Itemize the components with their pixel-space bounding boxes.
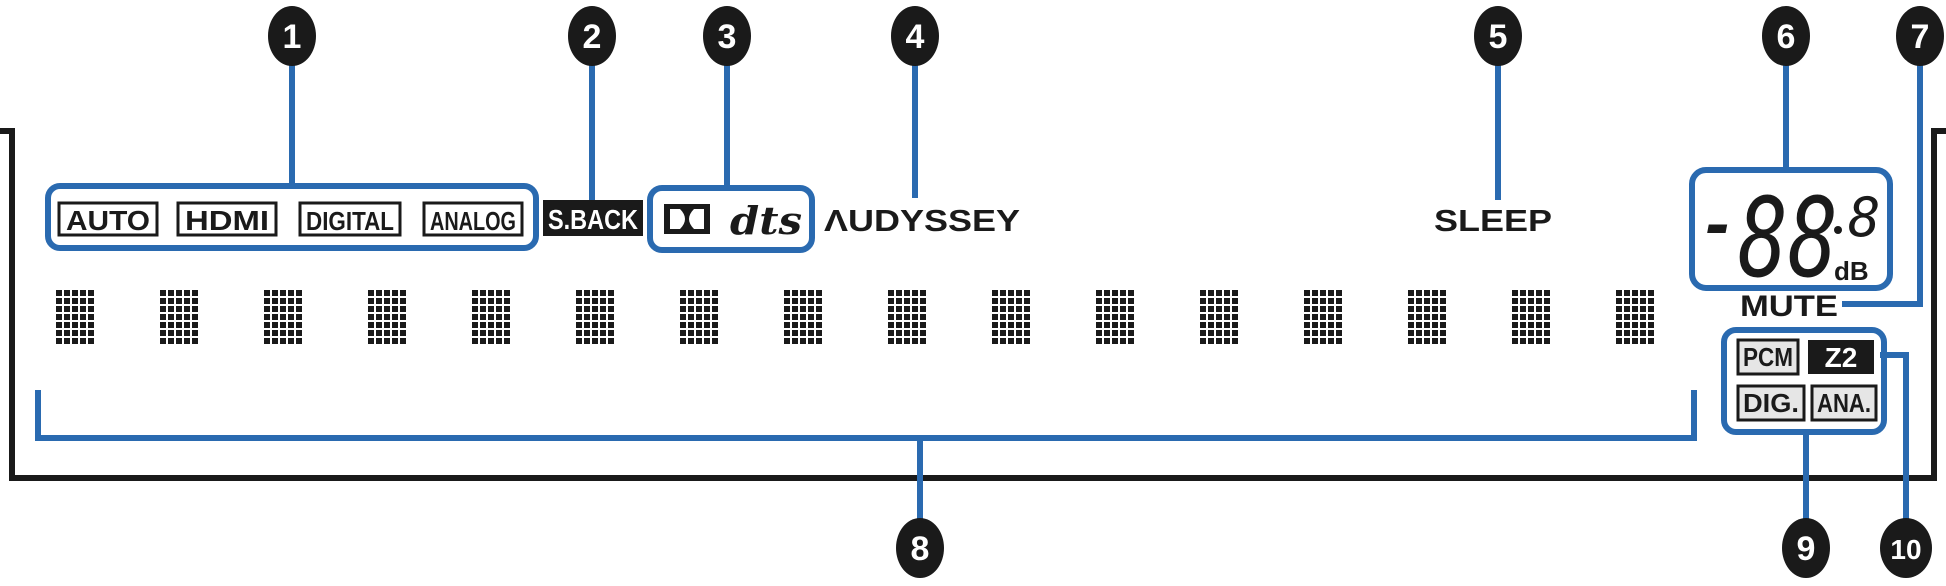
- indicator-auto: AUTO: [66, 205, 150, 236]
- dot-matrix-char-9: [888, 290, 926, 344]
- callout-9: 9: [1782, 518, 1830, 578]
- callout-10-number: 10: [1890, 534, 1921, 565]
- indicator-pcm-frame: [1736, 338, 1800, 376]
- dot-matrix-char-6: [576, 290, 614, 344]
- box-input-modes: [45, 183, 539, 251]
- indicator-sback-bg: [543, 200, 643, 236]
- dot-matrix-char-15: [1512, 290, 1550, 344]
- indicator-analog: ANALOG: [430, 206, 516, 236]
- callout-4-bubble: [891, 6, 939, 66]
- callout-2-number: 2: [583, 18, 602, 56]
- callout-9-number: 9: [1797, 530, 1816, 568]
- volume-sign: -: [1700, 191, 1736, 261]
- volume-digits: 88: [1738, 174, 1838, 302]
- indicator-digital-signal-frame: [1736, 384, 1806, 422]
- callout-4: 4: [891, 6, 939, 66]
- callout-5-bubble: [1474, 6, 1522, 66]
- display-panel-frame: [9, 128, 1937, 481]
- callout-3-bubble: [703, 6, 751, 66]
- callout-1-bubble: [268, 6, 316, 66]
- dolby-digital-logo-left-d: [670, 209, 685, 229]
- callout-8: 8: [896, 518, 944, 578]
- dot-matrix-char-4: [368, 290, 406, 344]
- box-signal: [1721, 327, 1887, 435]
- dot-matrix-display: [56, 290, 1654, 344]
- callout-7: 7: [1896, 6, 1944, 66]
- indicator-audyssey: ΛUDYSSEY: [824, 203, 1020, 238]
- indicator-zone2: Z2: [1825, 342, 1858, 373]
- dolby-digital-logo: [664, 204, 710, 234]
- callout-10-bubble: [1880, 518, 1932, 578]
- indicator-digital: DIGITAL: [306, 206, 394, 236]
- volume-unit: dB: [1834, 256, 1869, 286]
- callout-6: 6: [1762, 6, 1810, 66]
- indicator-analog-signal-frame: [1810, 384, 1878, 422]
- callout-2-bubble: [568, 6, 616, 66]
- callout-boxes: [45, 167, 1893, 435]
- box-decoders: [647, 185, 815, 253]
- callout-3: 3: [703, 6, 751, 66]
- dot-matrix-char-2: [160, 290, 198, 344]
- dot-matrix-char-8: [784, 290, 822, 344]
- indicator-digital-signal: DIG.: [1743, 388, 1799, 418]
- box-volume: [1689, 167, 1893, 291]
- indicator-sback: S.BACK: [548, 204, 638, 235]
- dot-matrix-char-5: [472, 290, 510, 344]
- dts-logo: dts: [730, 198, 802, 243]
- dot-matrix-char-11: [1096, 290, 1134, 344]
- indicator-auto-frame: [57, 201, 159, 237]
- indicator-analog-signal: ANA.: [1817, 388, 1871, 418]
- dot-matrix-char-1: [56, 290, 94, 344]
- callout-bubbles: 1 2 3 4 5 6 7 8: [268, 6, 1944, 578]
- callout-8-bubble: [896, 518, 944, 578]
- callout-9-bubble: [1782, 518, 1830, 578]
- leader-line-8: [35, 390, 1697, 520]
- leader-line-10: [1880, 352, 1909, 520]
- callout-7-bubble: [1896, 6, 1944, 66]
- dot-matrix-char-12: [1200, 290, 1238, 344]
- callout-5: 5: [1474, 6, 1522, 66]
- dolby-digital-logo-right-d: [689, 209, 704, 229]
- volume-decimal-point: [1834, 226, 1842, 234]
- indicator-mute: MUTE: [1740, 290, 1838, 323]
- callout-3-number: 3: [718, 18, 737, 56]
- indicator-hdmi: HDMI: [185, 205, 269, 236]
- leader-line-7: [1842, 58, 1923, 307]
- callout-2: 2: [568, 6, 616, 66]
- signal-indicators: PCM Z2 DIG. ANA.: [1736, 338, 1878, 422]
- dot-matrix-char-3: [264, 290, 302, 344]
- callout-10: 10: [1880, 518, 1932, 578]
- dot-matrix-char-7: [680, 290, 718, 344]
- volume-indicator: - 88 8 dB: [1700, 174, 1881, 302]
- callout-8-number: 8: [911, 530, 930, 568]
- callout-6-number: 6: [1777, 18, 1796, 56]
- indicator-pcm: PCM: [1743, 342, 1793, 372]
- callout-1: 1: [268, 6, 316, 66]
- input-mode-indicators: AUTO HDMI DIGITAL ANALOG: [57, 201, 524, 237]
- callout-4-number: 4: [906, 18, 925, 56]
- callout-5-number: 5: [1489, 18, 1508, 56]
- callout-6-bubble: [1762, 6, 1810, 66]
- callout-7-number: 7: [1911, 18, 1930, 56]
- dot-matrix-char-13: [1304, 290, 1342, 344]
- dot-matrix-char-10: [992, 290, 1030, 344]
- dot-matrix-char-14: [1408, 290, 1446, 344]
- callout-lines: [35, 58, 1923, 520]
- indicator-sleep: SLEEP: [1434, 203, 1552, 238]
- callout-1-number: 1: [283, 18, 302, 56]
- indicator-zone2-bg: [1808, 340, 1874, 374]
- dot-matrix-char-16: [1616, 290, 1654, 344]
- indicator-digital-frame: [298, 201, 402, 237]
- indicator-analog-frame: [422, 201, 524, 237]
- volume-decimal: 8: [1848, 186, 1881, 249]
- indicator-hdmi-frame: [176, 201, 278, 237]
